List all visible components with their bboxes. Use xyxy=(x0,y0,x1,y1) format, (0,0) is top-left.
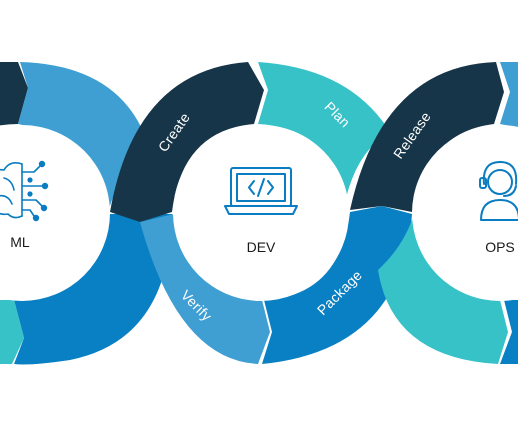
ring-segments xyxy=(0,62,518,365)
ml-bottom-left-segment xyxy=(0,300,24,364)
brain-circuit-icon xyxy=(0,160,49,222)
ml-hub xyxy=(0,125,110,301)
ops-top-right-segment xyxy=(500,62,518,128)
ml-top-left-segment xyxy=(0,62,28,126)
support-agent-icon xyxy=(479,161,518,221)
ops-hub xyxy=(412,125,518,301)
dev-plan-segment xyxy=(258,62,390,198)
hub-label-ops: OPS xyxy=(485,239,515,255)
dev-package-segment xyxy=(262,206,412,364)
ml-top-right-segment xyxy=(18,62,150,212)
ops-bottom-right-segment xyxy=(500,300,518,364)
ops-bottom-left-segment xyxy=(378,214,508,364)
hub-label-dev: DEV xyxy=(247,239,276,255)
ops-release-segment xyxy=(350,62,504,212)
hub-labels: ML DEV OPS xyxy=(10,234,515,255)
dev-verify-segment xyxy=(140,214,270,364)
laptop-code-icon xyxy=(224,167,298,215)
dev-create-segment xyxy=(110,62,264,222)
ml-bottom-right-segment xyxy=(14,214,172,365)
hub-label-ml: ML xyxy=(10,234,30,250)
